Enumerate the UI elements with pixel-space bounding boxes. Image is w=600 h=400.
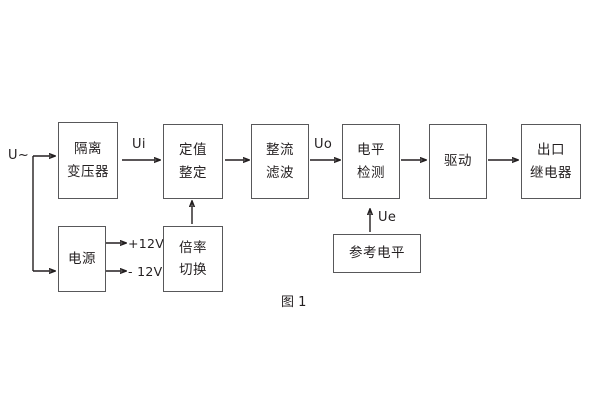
block-setting-value-line-2: 整定	[179, 164, 207, 181]
block-multiplier-switch: 倍率 切换	[163, 226, 223, 292]
input-voltage-label: U~	[8, 148, 30, 163]
block-reference-level-line-1: 参考电平	[349, 245, 405, 262]
block-isolation-transformer-line-2: 变压器	[67, 163, 109, 180]
block-drive: 驱动	[429, 124, 487, 199]
block-rectify-filter-line-1: 整流	[266, 142, 294, 159]
figure-caption: 图 1	[281, 295, 307, 310]
rail-positive-label: +12V	[128, 236, 165, 251]
block-multiplier-switch-line-2: 切换	[179, 262, 207, 278]
block-power-supply: 电源	[58, 226, 106, 292]
rail-negative-label: - 12V	[128, 264, 163, 279]
block-reference-level: 参考电平	[333, 234, 421, 273]
block-output-relay: 出口 继电器	[521, 124, 581, 199]
signal-uo-label: Uo	[314, 137, 333, 152]
signal-ui-label: Ui	[132, 137, 146, 152]
block-multiplier-switch-line-1: 倍率	[179, 239, 207, 256]
block-level-detect: 电平 检测	[342, 124, 400, 199]
block-isolation-transformer: 隔离 变压器	[58, 122, 118, 199]
block-level-detect-line-2: 检测	[357, 164, 385, 181]
block-drive-line-1: 驱动	[444, 153, 472, 170]
block-level-detect-line-1: 电平	[357, 142, 385, 159]
block-output-relay-line-1: 出口	[537, 142, 565, 159]
block-rectify-filter-line-2: 滤波	[266, 164, 294, 181]
block-rectify-filter: 整流 滤波	[251, 124, 309, 199]
signal-ue-label: Ue	[378, 210, 397, 225]
block-isolation-transformer-line-1: 隔离	[74, 141, 102, 158]
block-setting-value-line-1: 定值	[179, 142, 207, 159]
block-power-supply-line-1: 电源	[68, 250, 96, 267]
block-output-relay-line-2: 继电器	[530, 164, 572, 181]
block-setting-value: 定值 整定	[163, 124, 223, 199]
